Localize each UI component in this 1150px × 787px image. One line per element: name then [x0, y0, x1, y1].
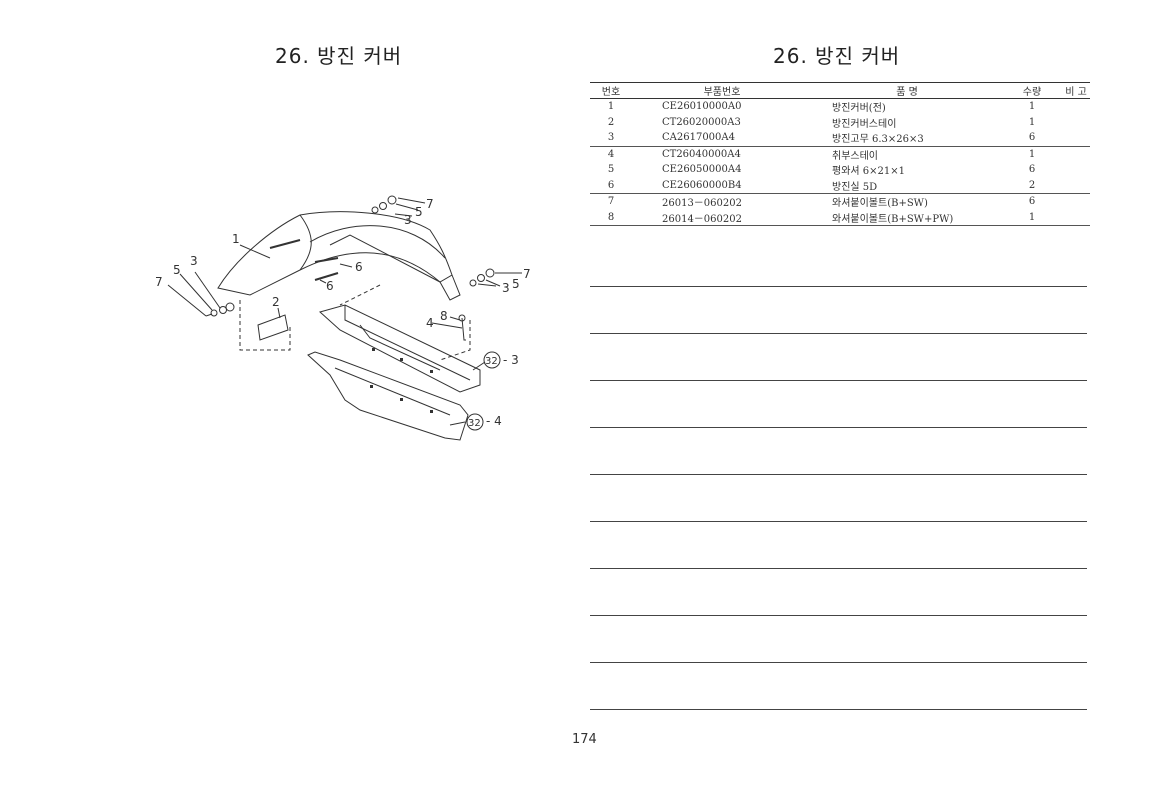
mounting-stay-shape — [318, 304, 481, 393]
cell-name: 방진고무 6.3×26×3 — [832, 134, 924, 146]
ref-suffix-3: - 3 — [503, 353, 519, 367]
table-row: 5 CE26050000A4 평와셔 6×21×1 6 — [590, 162, 1090, 178]
table-header-row: 번호 부품번호 품 명 수량 비 고 — [590, 82, 1090, 99]
dust-cover-shape — [217, 211, 453, 296]
cell-qty: 6 — [1002, 193, 1062, 210]
cell-no: 2 — [607, 116, 615, 128]
header-name: 품 명 — [812, 82, 1002, 99]
cell-remarks — [1062, 178, 1090, 194]
right-page-title: 26. 방진 커버 — [773, 44, 901, 68]
side-plate-shape — [307, 351, 469, 441]
cell-qty: 2 — [1028, 179, 1036, 191]
ref-suffix-4: - 4 — [486, 414, 502, 428]
ruled-line — [590, 380, 1087, 381]
header-no: 번호 — [590, 82, 632, 99]
ref-circle-32-b: 32 — [468, 418, 481, 429]
cell-qty: 1 — [1002, 209, 1062, 226]
cell-no: 3 — [607, 132, 615, 144]
cell-part-no: 26014－060202 — [632, 209, 812, 226]
cell-name: 평와셔 6×21×1 — [832, 166, 905, 178]
table-row: 3 CA2617000A4 방진고무 6.3×26×3 6 — [590, 130, 1090, 146]
cell-qty: 1 — [1002, 145, 1062, 162]
cell-name: 취부스테이 — [812, 145, 1002, 162]
ruled-line — [590, 333, 1087, 334]
cell-qty: 6 — [1028, 132, 1036, 144]
cell-no: 7 — [590, 193, 632, 210]
callout-2: 2 — [272, 295, 280, 309]
left-page-title: 26. 방진 커버 — [275, 44, 403, 68]
callout-3: 3 — [404, 213, 412, 227]
table-row: 7 26013－060202 와셔붙이볼트(B+SW) 6 — [590, 193, 1090, 210]
cell-remarks — [1062, 130, 1090, 146]
cell-part-no: CT26040000A4 — [632, 145, 812, 162]
table-row: 4 CT26040000A4 취부스테이 1 — [590, 145, 1090, 162]
callout-3: 3 — [190, 254, 198, 268]
cell-part-no: CE26060000B4 — [662, 179, 742, 191]
cell-part-no: CA2617000A4 — [662, 132, 735, 144]
cell-remarks — [1062, 115, 1090, 131]
cell-remarks — [1062, 162, 1090, 178]
cell-part-no: CE26050000A4 — [662, 164, 742, 176]
table-row: 8 26014－060202 와셔붙이볼트(B+SW+PW) 1 — [590, 209, 1090, 226]
cell-remarks — [1062, 99, 1090, 115]
ruled-line — [590, 286, 1087, 287]
cell-name: 방진실 5D — [832, 181, 878, 193]
cell-no: 4 — [590, 145, 632, 162]
header-part-no: 부품번호 — [632, 82, 812, 99]
callout-6: 6 — [326, 279, 334, 293]
cell-name: 방진커버(전) — [832, 103, 886, 115]
ref-circle-32-a: 32 — [485, 356, 498, 367]
cell-part-no: 26013－060202 — [632, 193, 812, 210]
callout-5: 5 — [173, 263, 181, 277]
callout-7: 7 — [155, 275, 163, 289]
table-row: 2 CT26020000A3 방진커버스테이 1 — [590, 115, 1090, 131]
cell-qty: 6 — [1028, 164, 1036, 176]
cell-part-no: CE26010000A0 — [662, 101, 742, 113]
table-row: 6 CE26060000B4 방진실 5D 2 — [590, 178, 1090, 194]
cell-qty: 1 — [1028, 101, 1036, 113]
cell-name: 와셔붙이볼트(B+SW) — [812, 193, 1002, 210]
header-remarks: 비 고 — [1062, 82, 1090, 99]
cell-remarks — [1062, 193, 1090, 210]
callout-7: 7 — [426, 197, 434, 211]
callout-4: 4 — [426, 316, 434, 330]
parts-table: 번호 부품번호 품 명 수량 비 고 1 CE26010000A0 방진커버(전… — [590, 82, 1090, 226]
header-qty: 수량 — [1002, 82, 1062, 99]
cell-part-no: CT26020000A3 — [662, 116, 741, 128]
ruled-line — [590, 568, 1087, 569]
cell-no: 1 — [607, 101, 615, 113]
callout-6: 6 — [355, 260, 363, 274]
callout-5: 5 — [512, 277, 520, 291]
callout-5: 5 — [415, 205, 423, 219]
cell-no: 8 — [590, 209, 632, 226]
callout-3: 3 — [502, 281, 510, 295]
ruled-line — [590, 709, 1087, 710]
page-number: 174 — [572, 732, 597, 747]
cell-name: 와셔붙이볼트(B+SW+PW) — [812, 209, 1002, 226]
callout-7: 7 — [523, 267, 531, 281]
cell-name: 방진커버스테이 — [832, 118, 897, 130]
table-row: 1 CE26010000A0 방진커버(전) 1 — [590, 99, 1090, 115]
ruled-line — [590, 474, 1087, 475]
ruled-line — [590, 521, 1087, 522]
cell-qty: 1 — [1028, 116, 1036, 128]
exploded-parts-diagram: 1 2 3 5 7 3 5 7 7 5 3 6 6 8 4 32 - 3 32 … — [155, 195, 531, 441]
cell-no: 5 — [607, 164, 615, 176]
callout-8: 8 — [440, 309, 448, 323]
cell-remarks — [1062, 145, 1090, 162]
ruled-line — [590, 662, 1087, 663]
ruled-line — [590, 615, 1087, 616]
callout-1: 1 — [232, 232, 240, 246]
cell-no: 6 — [607, 179, 615, 191]
cell-remarks — [1062, 209, 1090, 226]
ruled-line — [590, 427, 1087, 428]
